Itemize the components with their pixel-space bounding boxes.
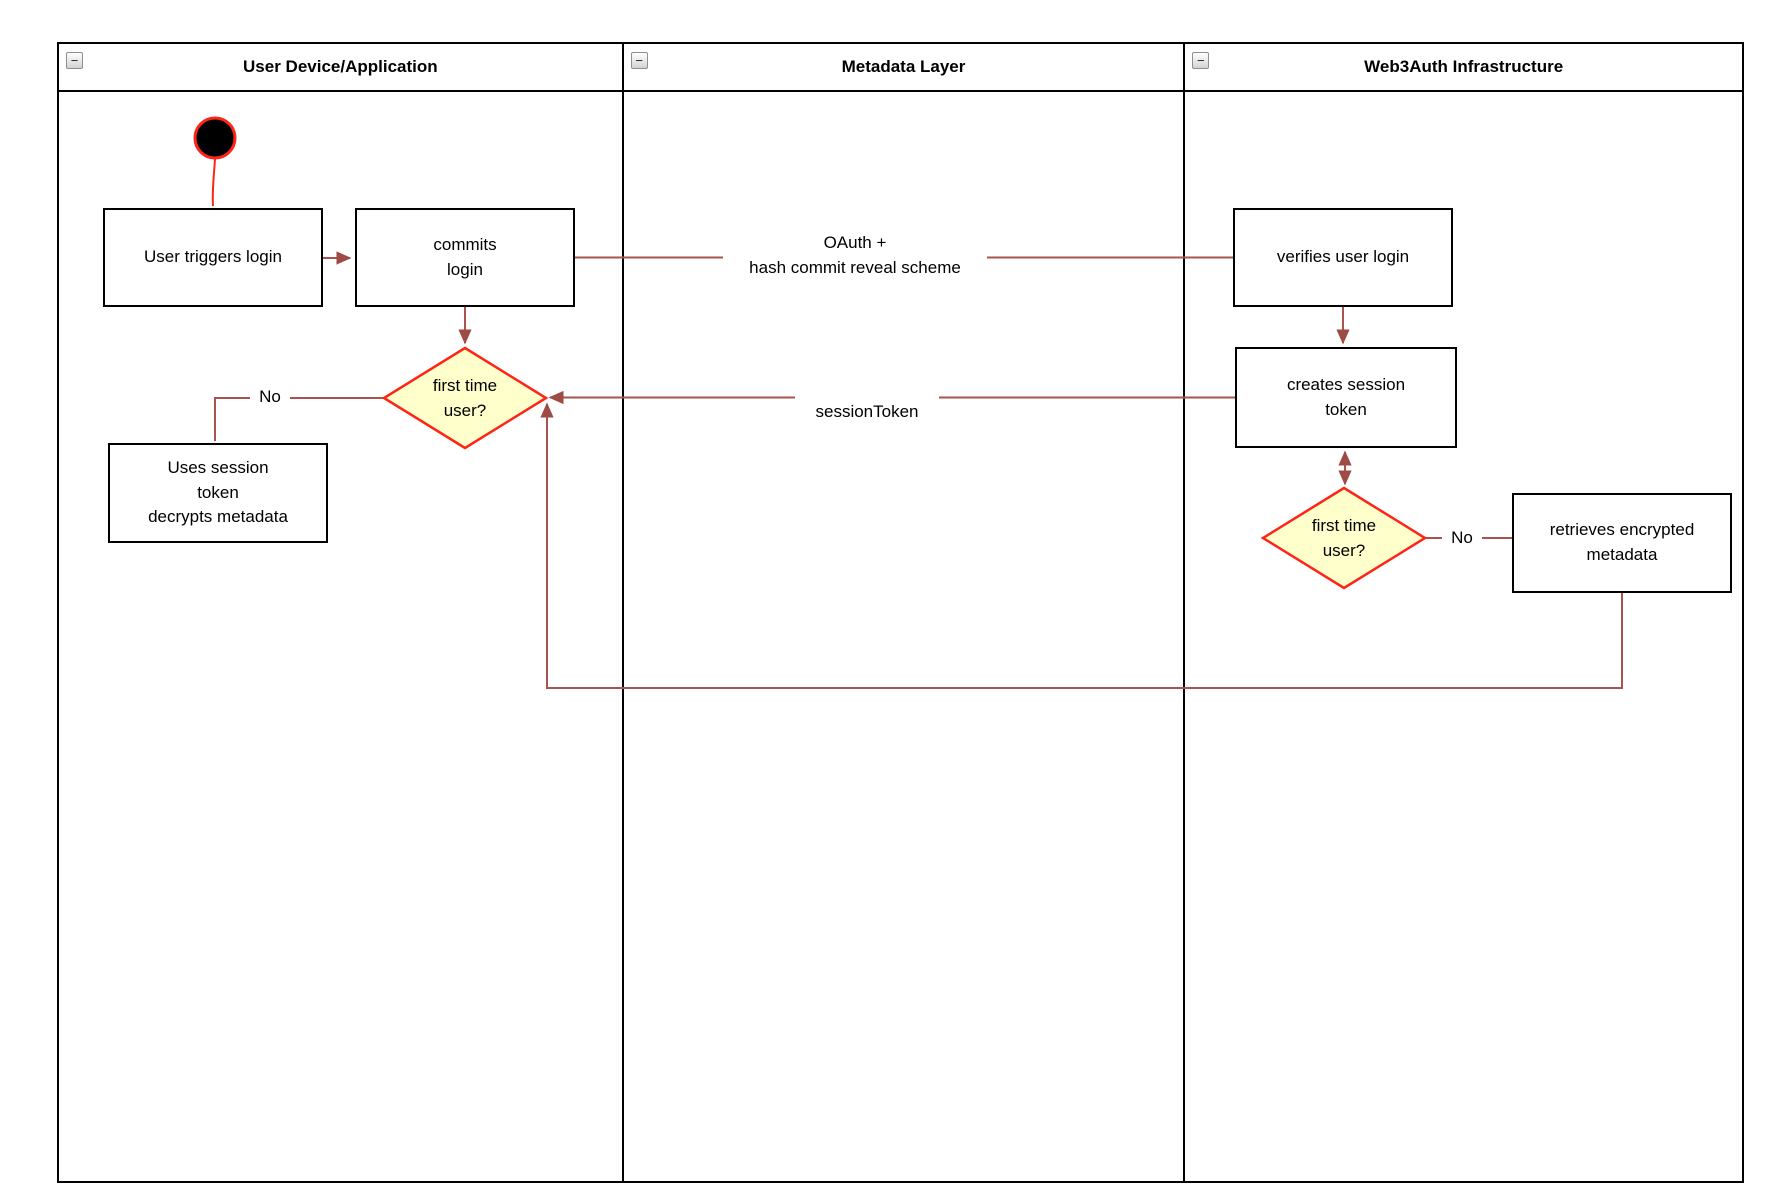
start-node[interactable]	[193, 116, 237, 160]
collapse-lane-icon[interactable]: −	[66, 52, 83, 69]
first-time-user-left-label: first time user?	[432, 375, 498, 421]
edge-start-to-trigger	[211, 158, 216, 207]
first-time-user-decision-left[interactable]	[381, 346, 549, 450]
lane-web3auth-infrastructure-title: Web3Auth Infrastructure	[1364, 57, 1564, 76]
lane-web3auth-infrastructure: − Web3Auth Infrastructure	[1183, 44, 1742, 1181]
verifies-user-login-node[interactable]: verifies user login	[1233, 208, 1453, 307]
lane-user-device-header: − User Device/Application	[59, 44, 622, 92]
lane-metadata-layer-header: − Metadata Layer	[623, 44, 1184, 92]
creates-session-token-node[interactable]: creates session token	[1235, 347, 1457, 448]
lane-user-device-title: User Device/Application	[243, 57, 438, 76]
collapse-lane-icon[interactable]: −	[1192, 52, 1210, 69]
no-label-right: No	[1442, 526, 1482, 550]
no-label-left: No	[250, 385, 290, 409]
lane-metadata-layer: − Metadata Layer	[621, 44, 1184, 1181]
commits-login-node[interactable]: commits login	[355, 208, 575, 307]
uses-session-token-node[interactable]: Uses session token decrypts metadata	[108, 443, 328, 543]
edge-no-left	[214, 397, 384, 441]
session-token-edge-label: sessionToken	[795, 392, 939, 426]
collapse-lane-icon[interactable]: −	[630, 52, 648, 69]
edge-return-to-left-decision	[540, 402, 1623, 689]
first-time-user-right-label: first time user?	[1311, 515, 1377, 561]
lane-user-device: − User Device/Application	[59, 44, 622, 1181]
lane-metadata-layer-title: Metadata Layer	[841, 57, 966, 76]
user-triggers-login-node[interactable]: User triggers login	[103, 208, 323, 307]
retrieves-encrypted-metadata-node[interactable]: retrieves encrypted metadata	[1512, 493, 1732, 593]
first-time-user-decision-right[interactable]	[1260, 486, 1428, 590]
oauth-edge-label: OAuth + hash commit reveal scheme	[723, 230, 987, 282]
lane-web3auth-infrastructure-header: − Web3Auth Infrastructure	[1185, 44, 1742, 92]
